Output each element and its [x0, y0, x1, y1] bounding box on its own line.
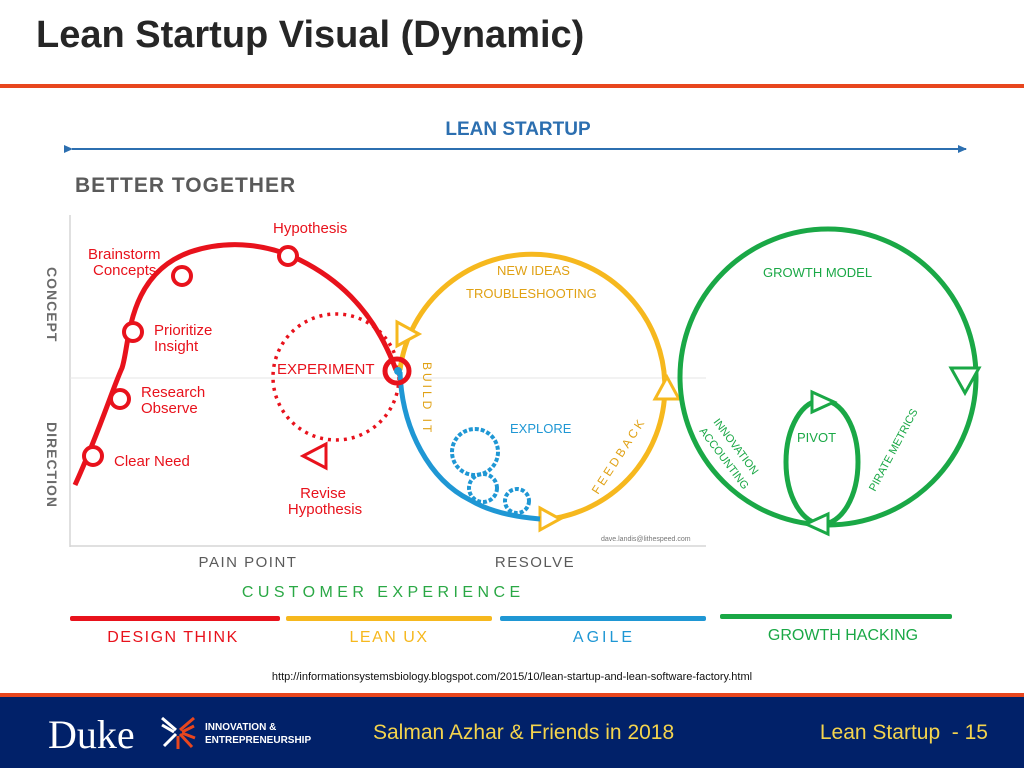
new-ideas-label: NEW IDEAS: [497, 263, 570, 278]
revise-label-2: Hypothesis: [288, 501, 362, 518]
design-think-label: DESIGN THINK: [107, 629, 239, 646]
research-label-2: Observe: [141, 400, 198, 417]
agile-path: [397, 371, 541, 522]
brainstorm-label-1: Brainstorm: [88, 246, 161, 263]
prioritize-node: [122, 321, 144, 343]
brainstorm-node: [171, 265, 193, 287]
brainstorm-label-2: Concepts: [93, 262, 156, 279]
y-axis-direction: DIRECTION: [44, 422, 60, 508]
x-axis-resolve: RESOLVE: [495, 554, 575, 571]
lean-startup-diagram: LEAN STARTUP BETTER TOGETHER CONCEPT DIR…: [44, 119, 982, 646]
ie-wordmark: INNOVATION & ENTREPRENEURSHIP: [205, 721, 311, 747]
revise-label-1: Revise: [300, 485, 346, 502]
lean-ux-label: LEAN UX: [350, 629, 429, 646]
pivot-label: PIVOT: [797, 430, 836, 445]
build-it-label: BUILD IT: [420, 362, 434, 435]
source-url[interactable]: http://informationsystemsbiology.blogspo…: [271, 671, 753, 683]
ie-star-icon: [161, 716, 196, 749]
agile-bar: [500, 616, 706, 621]
lean-startup-header: LEAN STARTUP: [445, 119, 591, 140]
pirate-metrics-label: PIRATE METRICS: [867, 407, 921, 493]
title-divider: [0, 84, 1024, 88]
pivot-loop: [783, 397, 861, 527]
credit-label: dave.landis@lithespeed.com: [601, 536, 691, 543]
prioritize-label-1: Prioritize: [154, 322, 212, 339]
revise-arrow-icon: [299, 441, 328, 471]
feedback-label: FEEDBACK: [589, 415, 649, 497]
experiment-label: EXPERIMENT: [277, 361, 375, 378]
lean-ux-bar: [286, 616, 492, 621]
research-label-1: Research: [141, 384, 205, 401]
slide-title: Lean Startup Visual (Dynamic): [36, 14, 585, 56]
explore-label: EXPLORE: [510, 421, 572, 436]
explore-spiral-1: [450, 427, 500, 477]
customer-experience-label: C U S T O M E R E X P E R I E N C E: [242, 584, 520, 601]
growth-arrow-icon: [948, 366, 982, 397]
agile-label: AGILE: [573, 629, 635, 646]
growth-model-label: GROWTH MODEL: [763, 265, 872, 280]
footer-author: Salman Azhar & Friends in 2018: [373, 721, 675, 744]
growth-hacking-label: GROWTH HACKING: [768, 627, 918, 644]
footer-page-number: Lean Startup - 15: [819, 721, 988, 744]
hypothesis-label: Hypothesis: [273, 220, 347, 237]
y-axis-concept: CONCEPT: [44, 267, 60, 342]
design-think-bar: [70, 616, 280, 621]
troubleshooting-label: TROUBLESHOOTING: [466, 286, 597, 301]
build-in-arrow-icon: [395, 319, 423, 349]
ie-line-2: ENTREPRENEURSHIP: [205, 735, 312, 746]
hypothesis-node: [277, 245, 299, 267]
prioritize-label-2: Insight: [154, 338, 199, 355]
experiment-hub: [382, 356, 412, 386]
better-together-label: BETTER TOGETHER: [75, 174, 296, 197]
clear-need-node: [82, 445, 104, 467]
x-axis-pain-point: PAIN POINT: [199, 554, 298, 571]
explore-spiral-3: [503, 487, 531, 515]
lean-ux-loop: [397, 251, 668, 523]
resolve-arrow-icon: [538, 505, 564, 533]
ie-line-1: INNOVATION &: [205, 722, 277, 733]
feedback-arrow-icon: [652, 373, 682, 401]
research-node: [109, 388, 131, 410]
pivot-top-arrow-icon: [810, 389, 838, 415]
duke-logo: Duke: [48, 712, 135, 757]
explore-spiral-2: [467, 472, 499, 504]
footer-bar: Duke INNOVATION & ENTREPRENEURSHIP Salma…: [0, 697, 1024, 768]
agile-core-dot: [394, 367, 402, 375]
footer-divider: [0, 693, 1024, 697]
growth-hacking-bar: [720, 614, 952, 619]
pivot-bottom-arrow-icon: [802, 511, 830, 537]
clear-need-label: Clear Need: [114, 453, 190, 470]
